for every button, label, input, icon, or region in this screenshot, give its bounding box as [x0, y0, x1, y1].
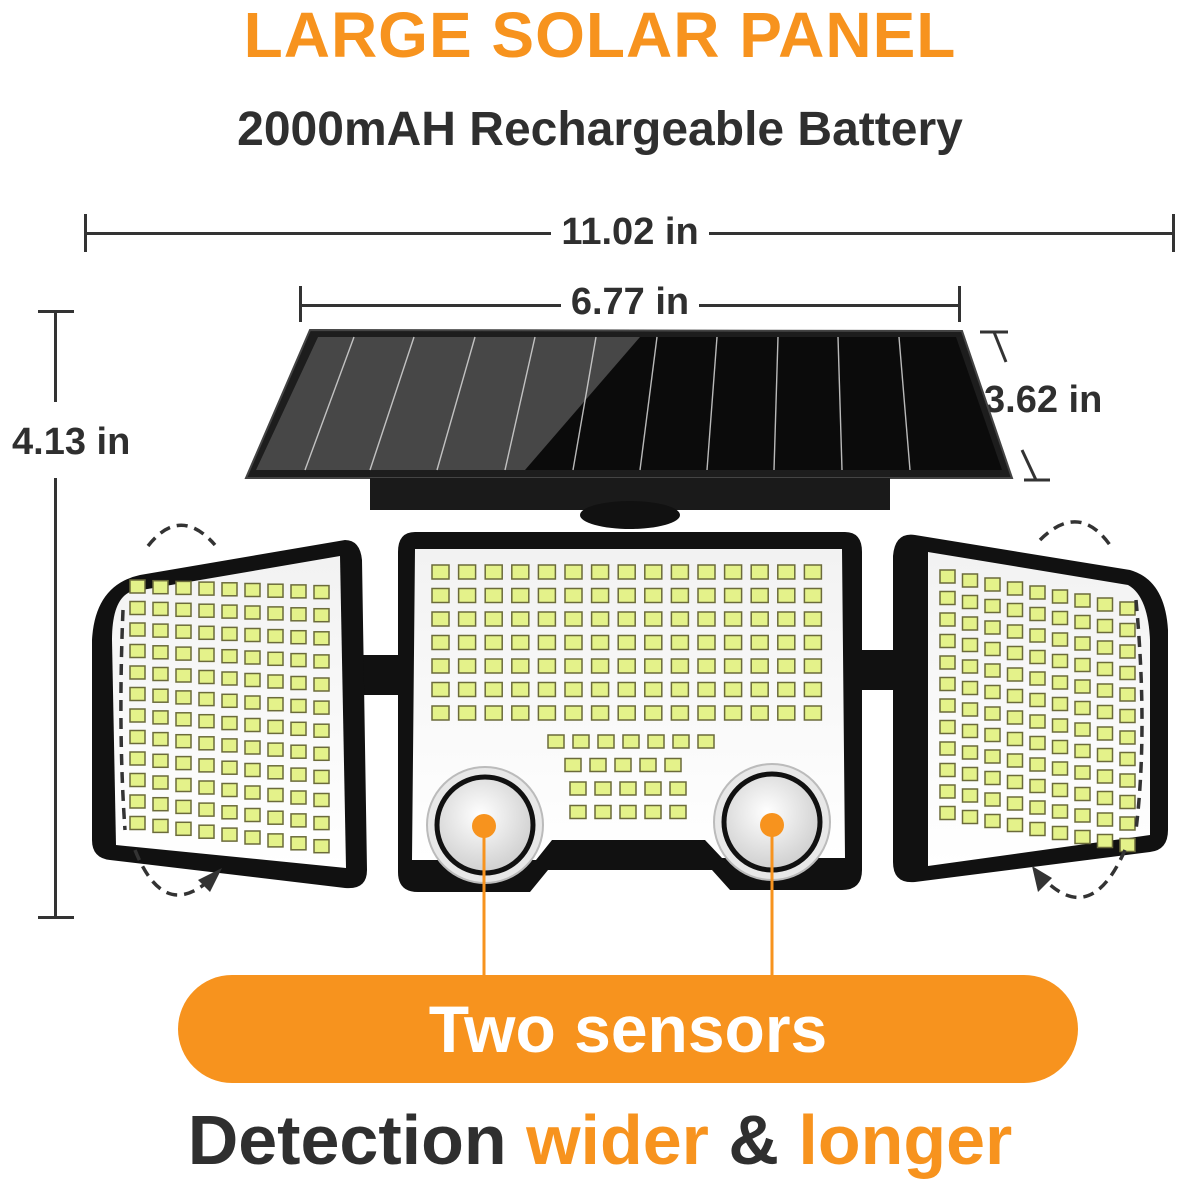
tagline-detection: Detection [187, 1101, 527, 1179]
right-light-head [893, 520, 1168, 900]
dim-height-line-top [54, 310, 57, 402]
dim-depth-marker [980, 330, 1050, 482]
tagline-longer: longer [798, 1101, 1013, 1179]
subheadline: 2000mAH Rechargeable Battery [237, 103, 963, 156]
center-light-head [398, 532, 862, 892]
callout-label: Two sensors [428, 992, 828, 1066]
left-light-head [92, 523, 367, 897]
dim-overall-width-label: 11.02 in [551, 211, 709, 253]
tagline-wider: wider [526, 1101, 709, 1179]
footer-tagline: Detection wider & longer [0, 1098, 1200, 1182]
dim-height-bottom-tick [38, 916, 74, 919]
dim-panel-width-label: 6.77 in [560, 281, 700, 323]
dim-height-line-bottom [54, 478, 57, 918]
solar-panel [244, 328, 1014, 529]
solar-light-illustration [92, 328, 1168, 980]
dim-height-label: 4.13 in [12, 420, 131, 464]
dim-depth-label: 3.62 in [984, 378, 1103, 422]
tagline-amp: & [708, 1101, 799, 1179]
headline: LARGE SOLAR PANEL [243, 0, 957, 71]
two-sensors-callout: Two sensors [178, 975, 1078, 1083]
